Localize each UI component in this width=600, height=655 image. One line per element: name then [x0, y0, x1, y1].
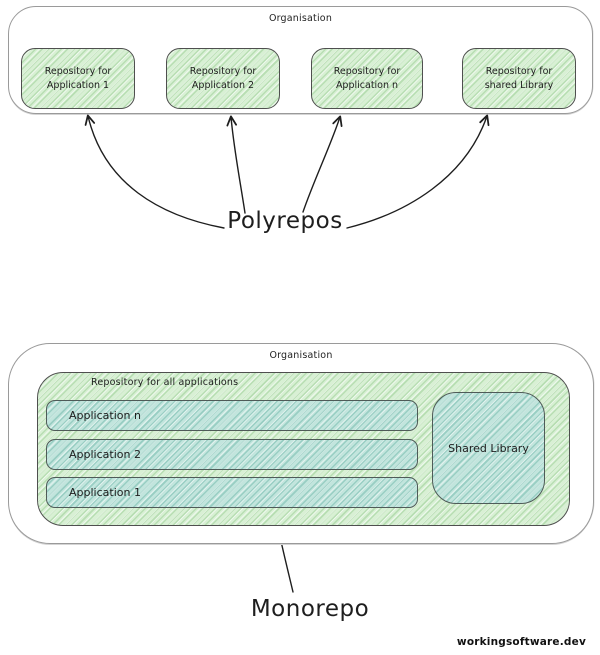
repo-box-application-1-line2: Application 1 — [46, 79, 110, 91]
repo-box-shared-library-line1: Repository for — [485, 65, 553, 77]
shared-library-label: Shared Library — [448, 441, 529, 455]
monorepo-repository-label: Repository for all applications — [91, 377, 239, 388]
repo-box-application-1: Repository for Application 1 — [21, 48, 135, 109]
repo-box-application-n-line2: Application n — [335, 79, 399, 91]
repo-box-application-1-line1: Repository for — [44, 65, 112, 77]
polyrepos-organisation-label: Organisation — [268, 13, 333, 24]
shared-library-box: Shared Library — [432, 392, 545, 504]
watermark-text: workingsoftware.dev — [456, 636, 586, 648]
arrow-polyrepos-to-application-n — [302, 115, 343, 213]
repo-box-application-n-line1: Repository for — [333, 65, 401, 77]
arrow-polyrepos-to-shared-library — [346, 114, 490, 229]
repo-box-application-2-line1: Repository for — [189, 65, 257, 77]
application-bar-1-label: Application 1 — [69, 486, 141, 499]
application-bar-2: Application 2 — [46, 439, 418, 470]
arrow-polyrepos-to-application-1 — [84, 114, 225, 229]
repo-box-shared-library: Repository for shared Library — [462, 48, 576, 109]
repo-box-application-2: Repository for Application 2 — [166, 48, 280, 109]
repo-box-shared-library-line2: shared Library — [484, 79, 554, 91]
repo-box-application-n: Repository for Application n — [311, 48, 423, 109]
application-bar-n: Application n — [46, 400, 418, 431]
application-bar-2-label: Application 2 — [69, 448, 141, 461]
monorepo-caption: Monorepo — [250, 596, 370, 622]
arrow-polyrepos-to-application-2 — [226, 115, 246, 214]
polyrepos-caption: Polyrepos — [227, 208, 343, 234]
monorepo-organisation-label: Organisation — [269, 350, 333, 361]
repo-box-application-2-line2: Application 2 — [191, 79, 255, 91]
monorepo-repository-box: Repository for all applications Applicat… — [37, 372, 570, 526]
application-bar-1: Application 1 — [46, 477, 418, 508]
application-bar-n-label: Application n — [69, 409, 141, 422]
polyrepos-organisation-box: Organisation Repository for Application … — [8, 6, 593, 114]
